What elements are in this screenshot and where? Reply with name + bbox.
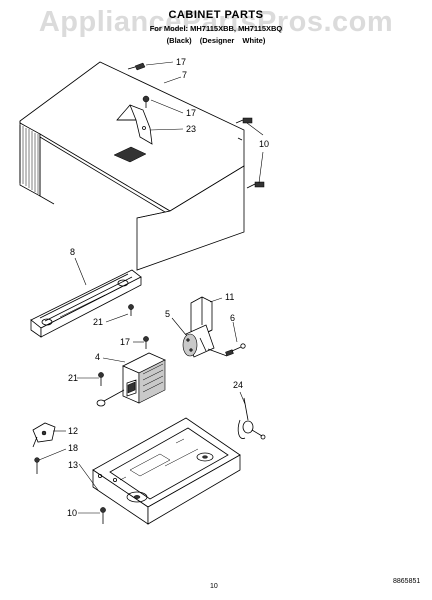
callout-7: 7: [182, 70, 188, 80]
base-rail-part: [30, 269, 142, 338]
callout-5: 5: [165, 309, 171, 319]
screw-icon: [142, 95, 150, 108]
callout-11: 11: [225, 292, 235, 302]
base-plate-part: [92, 417, 241, 525]
callout-13: 13: [68, 460, 79, 470]
page-number: 10: [210, 583, 218, 590]
callout-17: 17: [186, 108, 197, 118]
screw-icon: [246, 181, 265, 189]
callout-17: 17: [120, 337, 131, 347]
diode-part: [207, 343, 246, 357]
page-title: CABINET PARTS: [168, 9, 264, 21]
callout-21: 21: [93, 317, 104, 327]
screw-icon: [128, 304, 134, 316]
screw-icon: [235, 117, 253, 124]
bracket-part: [116, 104, 153, 145]
fuse-lead-part: [237, 397, 266, 440]
callout-6: 6: [230, 313, 236, 323]
document-code: 8865851: [393, 578, 421, 585]
callout-10: 10: [259, 139, 270, 149]
model-line: For Model: MH7115XBB, MH7115XBQ: [149, 24, 283, 33]
wire-loop-part: [96, 389, 125, 407]
callout-10: 10: [67, 508, 78, 518]
color-line: (Black) (Designer White): [166, 36, 266, 45]
transformer-part: [122, 352, 166, 404]
callout-24: 24: [233, 380, 244, 390]
watermark: AppliancePartsPros.com: [38, 6, 394, 38]
callout-8: 8: [70, 247, 76, 257]
cabinet-wrapper: [19, 61, 245, 271]
cabinet-side-lines: [22, 126, 39, 194]
screw-icon: [34, 457, 40, 474]
hinge-part: [32, 422, 56, 448]
capacitor-part: [182, 324, 215, 358]
callout-17: 17: [176, 57, 187, 67]
callout-4: 4: [95, 352, 101, 362]
leader-lines: [38, 61, 264, 514]
callout-23: 23: [186, 124, 197, 134]
screw-icon: [100, 507, 106, 524]
callout-21: 21: [68, 373, 79, 383]
callout-18: 18: [68, 443, 79, 453]
callout-12: 12: [68, 426, 79, 436]
screw-icon: [127, 62, 146, 71]
screw-icon: [143, 336, 149, 349]
screw-icon: [98, 372, 104, 386]
